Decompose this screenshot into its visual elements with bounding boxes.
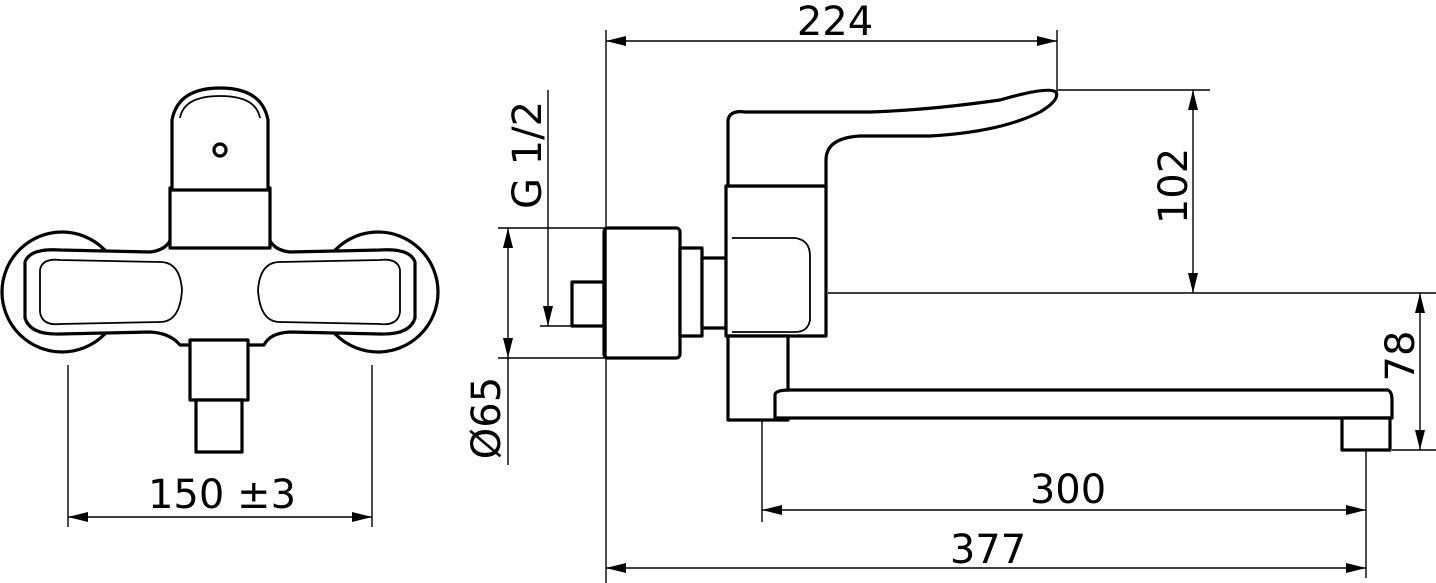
dim-300-label: 300 [1030, 467, 1106, 513]
lever-front [170, 86, 270, 192]
spout-front [188, 338, 250, 402]
dim-150-label: 150 ±3 [148, 472, 296, 518]
outlet-front [194, 398, 244, 454]
union [678, 246, 704, 338]
spout [773, 388, 1394, 420]
inner-arm-right [257, 258, 401, 326]
body-lower [726, 334, 790, 422]
dim-224-label: 224 [797, 0, 873, 45]
dim-377-label: 377 [950, 527, 1026, 573]
dim-65-label: Ø65 [464, 377, 510, 459]
dim-thread-label: G 1/2 [505, 101, 551, 209]
body-arms [23, 234, 417, 347]
dimension-lines: 224 102 78 300 377 Ø65 G 1/2 150 ±3 [67, 0, 1436, 583]
side-view [570, 88, 1394, 452]
lever-side [726, 88, 1059, 188]
body-window [732, 237, 811, 333]
union-2 [700, 256, 728, 330]
inner-arm-left [39, 258, 183, 326]
outlet-side [1340, 416, 1392, 452]
lever-grip [179, 95, 261, 119]
dim-78-label: 78 [1378, 331, 1424, 382]
dim-102-label: 102 [1151, 148, 1197, 224]
indicator-dot [212, 142, 228, 158]
nut [602, 226, 682, 360]
body-side [724, 184, 828, 338]
connector-pin [570, 280, 606, 328]
body-column [168, 186, 272, 250]
front-view [0, 86, 440, 454]
